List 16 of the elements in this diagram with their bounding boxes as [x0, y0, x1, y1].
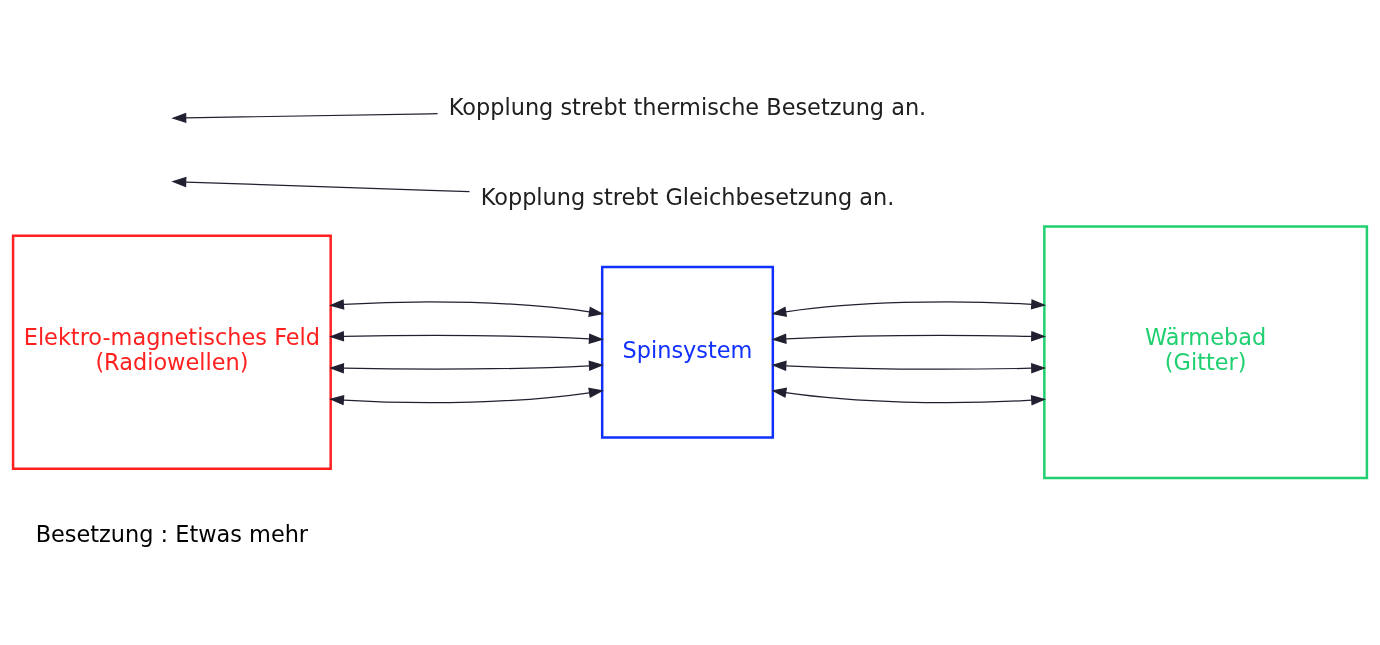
- arrow: [171, 176, 471, 192]
- node-box: Wärmebad (Gitter): [1043, 224, 1369, 479]
- arrow: [171, 112, 439, 123]
- node-box: Elektro-magnetisches Feld (Radiowellen): [11, 234, 332, 470]
- label: Besetzung : Etwas mehr: [35, 520, 309, 547]
- arrow: [329, 298, 604, 317]
- arrow: [329, 360, 604, 373]
- arrow: [771, 298, 1047, 317]
- arrow: [771, 360, 1047, 373]
- arrow: [329, 387, 604, 405]
- arrow: [771, 330, 1047, 344]
- node-box: Spinsystem: [600, 265, 775, 439]
- arrow: [771, 387, 1047, 405]
- node-text: Kopplung strebt Gleichbesetzung an.: [480, 183, 895, 210]
- arrow: [329, 330, 604, 344]
- node-text: Kopplung strebt thermische Besetzung an.: [448, 93, 927, 120]
